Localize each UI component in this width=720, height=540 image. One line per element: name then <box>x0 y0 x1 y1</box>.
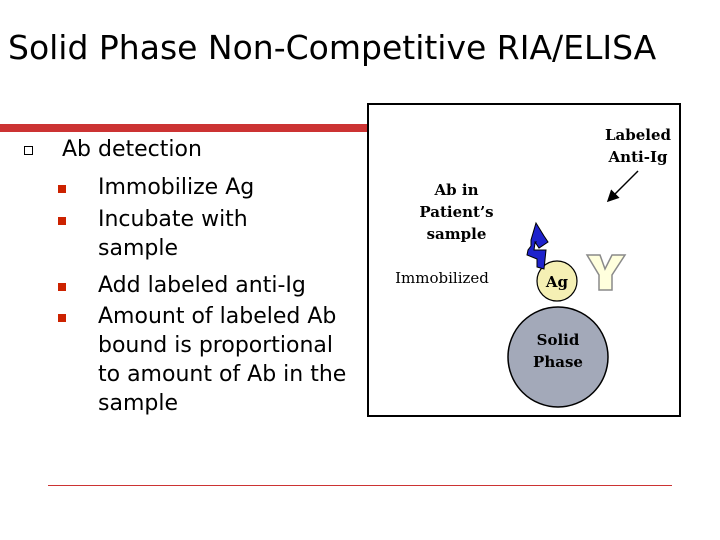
label-solid-phase: Solid Phase <box>533 331 583 371</box>
square-bullet-icon <box>58 185 66 193</box>
square-bullet-icon <box>58 283 66 291</box>
slide-title: Solid Phase Non-Competitive RIA/ELISA <box>8 28 657 67</box>
label-labeled-anti-ig: Labeled Anti-Ig <box>604 126 672 166</box>
square-bullet-icon <box>58 314 66 322</box>
square-bullet-icon <box>58 217 66 225</box>
sub-bullet-text: Amount of labeled Ab bound is proportion… <box>98 304 347 416</box>
diagram <box>507 170 639 408</box>
label-immobilized: Immobilized <box>395 269 489 287</box>
patient-antibody-icon <box>526 221 549 270</box>
bullet-text: Ab detection <box>62 137 202 162</box>
labeled-anti-ig-icon <box>585 254 627 291</box>
label-patient-ab: Ab in Patient’s sample <box>419 181 494 243</box>
title-underline <box>0 124 370 132</box>
label-pointer-arrow <box>606 170 639 203</box>
solid-phase-circle <box>507 306 609 408</box>
antigen-circle <box>536 260 578 302</box>
sub-bullet-text: Add labeled anti-Ig <box>98 273 306 298</box>
hollow-square-bullet-icon <box>24 146 33 155</box>
label-antigen: Ag <box>545 273 569 291</box>
sub-bullet-text: Incubate with sample <box>98 207 248 261</box>
diagram-panel: Labeled Anti-Ig Ab in Patient’s sample I… <box>367 103 681 417</box>
sub-bullet-text: Immobilize Ag <box>98 175 255 200</box>
footer-rule <box>48 485 672 486</box>
